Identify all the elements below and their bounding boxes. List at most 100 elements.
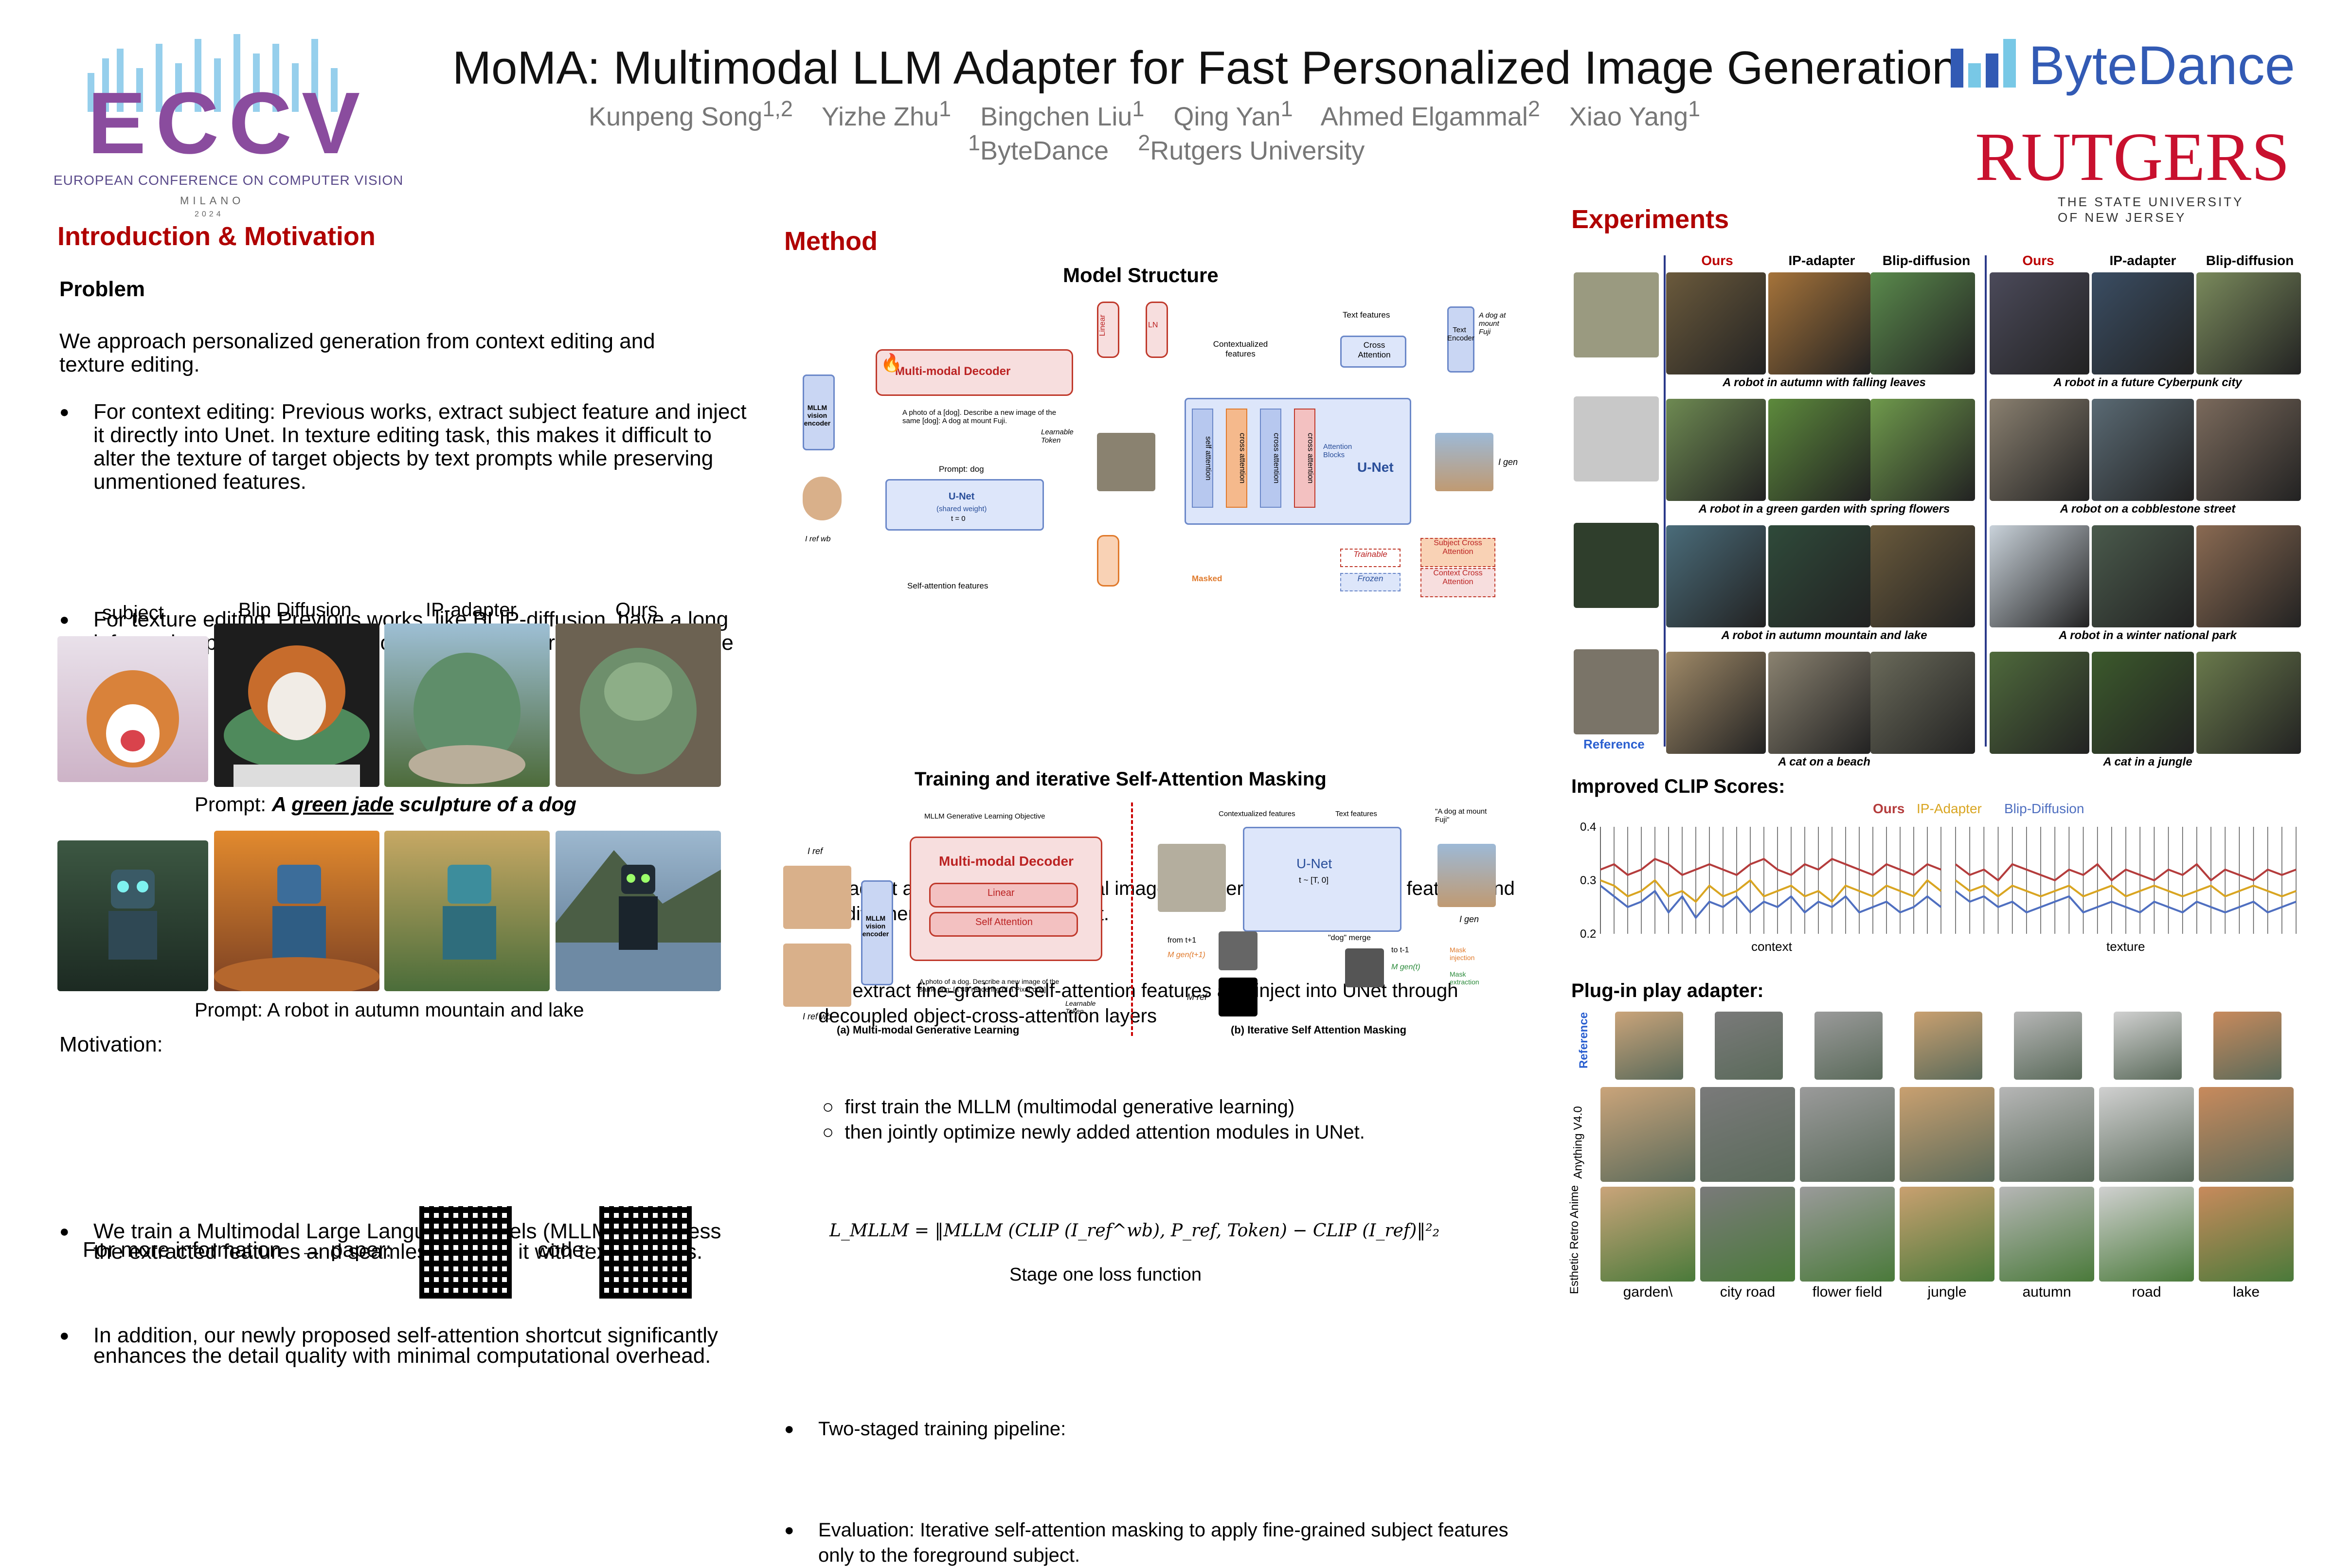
m-gen-t1-label: M gen(t+1) bbox=[1168, 951, 1205, 959]
compare-label: Blip Diffusion bbox=[238, 599, 352, 621]
ln-box bbox=[1146, 302, 1168, 358]
experiment-image bbox=[1768, 272, 1870, 374]
plugin-image bbox=[1700, 1187, 1795, 1282]
training-token-label: Learnable Token bbox=[1065, 999, 1096, 1015]
plugin-image bbox=[2099, 1087, 2194, 1182]
eccv-city: MILANO bbox=[180, 195, 245, 207]
poster-title: MoMA: Multimodal LLM Adapter for Fast Pe… bbox=[452, 42, 1958, 94]
training-ref-dog-1 bbox=[783, 866, 851, 929]
cross-attention-box bbox=[1340, 336, 1406, 368]
experiment-image bbox=[1666, 272, 1766, 374]
training-unet-label: U-Net bbox=[1296, 856, 1332, 871]
col-header-ip: IP-adapter bbox=[1788, 253, 1855, 268]
col-header-blip: Blip-diffusion bbox=[2206, 253, 2294, 268]
experiment-caption: A robot on a cobblestone street bbox=[2060, 502, 2236, 516]
plugin-image bbox=[2114, 1012, 2182, 1080]
experiment-image bbox=[1990, 525, 2089, 627]
code-label: code: bbox=[538, 1238, 590, 1262]
series-line-ip-adapter bbox=[1600, 879, 1942, 903]
bytedance-logo: ByteDance bbox=[1951, 34, 2301, 97]
experiment-image bbox=[2196, 399, 2301, 501]
self-attention-column: self attention bbox=[1192, 409, 1213, 508]
plugin-caption: flower field bbox=[1812, 1284, 1883, 1300]
legend-frozen: Frozen bbox=[1340, 573, 1401, 591]
more-info-label: For more information bbox=[83, 1238, 282, 1262]
experiment-image bbox=[1870, 399, 1975, 501]
experiment-image bbox=[1870, 272, 1975, 374]
paper-qr-code[interactable] bbox=[419, 1206, 512, 1299]
text-encoder-label: Text Encoder bbox=[1447, 326, 1474, 342]
problem-text: We approach personalized generation from… bbox=[59, 329, 655, 376]
compare-label: subject bbox=[102, 602, 164, 624]
training-fuji: "A dog at mount Fuji" bbox=[1435, 807, 1487, 824]
plugin-image bbox=[1814, 1012, 1883, 1080]
small-unet-box bbox=[885, 479, 1044, 531]
training-prompt-text: A photo of a dog. Describe a new image o… bbox=[919, 978, 1060, 993]
from-t1-label: from t+1 bbox=[1168, 936, 1197, 944]
experiment-image bbox=[1768, 652, 1870, 754]
cross-attention-column: cross attention bbox=[1260, 409, 1281, 508]
plugin-caption: autumn bbox=[2022, 1284, 2071, 1300]
training-text-features: Text features bbox=[1335, 810, 1377, 818]
ref-dog-label: I ref wb bbox=[805, 535, 831, 543]
author: Bingchen Liu1 bbox=[980, 96, 1145, 131]
training-diagram: MLLM Generative Learning Objective Multi… bbox=[783, 798, 1523, 1041]
big-unet-label: U-Net bbox=[1357, 460, 1394, 475]
attention-blocks-label: Attention Blocks bbox=[1323, 443, 1352, 459]
experiment-image bbox=[1990, 399, 2089, 501]
cross-attention-column: cross attention bbox=[1226, 409, 1247, 508]
experiment-image bbox=[2196, 652, 2301, 754]
contextualized-label: Contextualized features bbox=[1213, 339, 1268, 358]
training-heading: Training and iterative Self-Attention Ma… bbox=[915, 768, 1327, 790]
plugin-image bbox=[1800, 1087, 1895, 1182]
eccv-subtitle: EUROPEAN CONFERENCE ON COMPUTER VISION bbox=[54, 173, 404, 188]
cross-attention-column: cross attention bbox=[1294, 409, 1315, 508]
legend-entry: Blip-Diffusion bbox=[2004, 801, 2084, 816]
author: Xiao Yang1 bbox=[1569, 96, 1701, 131]
plugin-caption: garden\ bbox=[1623, 1284, 1673, 1300]
training-gen-dog bbox=[1437, 844, 1496, 907]
experiment-image bbox=[2196, 525, 2301, 627]
plugin-image bbox=[1914, 1012, 1982, 1080]
plugin-image bbox=[1600, 1187, 1695, 1282]
training-t-range: t ~ [T, 0] bbox=[1299, 875, 1329, 885]
mllm-encoder-label: MLLM vision encoder bbox=[804, 404, 831, 427]
plugin-image bbox=[1999, 1087, 2094, 1182]
fire-icon: 🔥 bbox=[880, 353, 902, 373]
gen-label: I gen bbox=[1498, 457, 1518, 467]
author: Qing Yan1 bbox=[1173, 96, 1293, 131]
code-qr-code[interactable] bbox=[599, 1206, 692, 1299]
ref-dog-image bbox=[803, 477, 842, 520]
fuji-prompt-label: A dog at mount Fuji bbox=[1479, 311, 1506, 336]
mask-ref bbox=[1219, 978, 1257, 1016]
plugin-caption: lake bbox=[2232, 1284, 2260, 1300]
x-group-label: texture bbox=[2106, 939, 2145, 954]
dog-merge-label: "dog" merge bbox=[1328, 934, 1371, 942]
training-iref-label: I ref bbox=[808, 846, 823, 856]
reference-cat bbox=[1574, 649, 1659, 734]
text-features-label: Text features bbox=[1343, 310, 1390, 320]
mask-injection-label: Mask injection bbox=[1450, 946, 1475, 962]
training-subbullet: ○ then jointly optimize newly added atte… bbox=[822, 1122, 1365, 1143]
experiment-image bbox=[1666, 399, 1766, 501]
shared-weight-label: (shared weight) bbox=[936, 505, 987, 513]
experiment-image bbox=[2196, 272, 2301, 374]
training-self-attn-box bbox=[929, 912, 1078, 937]
ln-label: LN bbox=[1148, 321, 1158, 329]
experiment-image bbox=[2092, 652, 2194, 754]
caption-a: (a) Multi-modal Generative Learning bbox=[837, 1024, 1020, 1036]
training-ref-dog-2 bbox=[783, 944, 851, 1007]
m-gen-t-label: M gen(t) bbox=[1391, 963, 1420, 971]
training-decoder-label: Multi-modal Decoder bbox=[939, 854, 1074, 869]
plugin-image bbox=[1615, 1012, 1683, 1080]
legend-trainable: Trainable bbox=[1340, 549, 1401, 567]
subbullet-text: first train the MLLM (multimodal generat… bbox=[844, 1096, 1295, 1118]
plugin-image bbox=[1900, 1187, 1994, 1282]
rutgers-logo: RUTGERS THE STATE UNIVERSITY OF NEW JERS… bbox=[1975, 117, 2290, 225]
experiment-image bbox=[1870, 525, 1975, 627]
legend-entry: Ours bbox=[1873, 801, 1904, 816]
row-label-esthetic: Esthetic Retro Anime bbox=[1568, 1185, 1581, 1295]
experiment-image bbox=[1768, 399, 1870, 501]
